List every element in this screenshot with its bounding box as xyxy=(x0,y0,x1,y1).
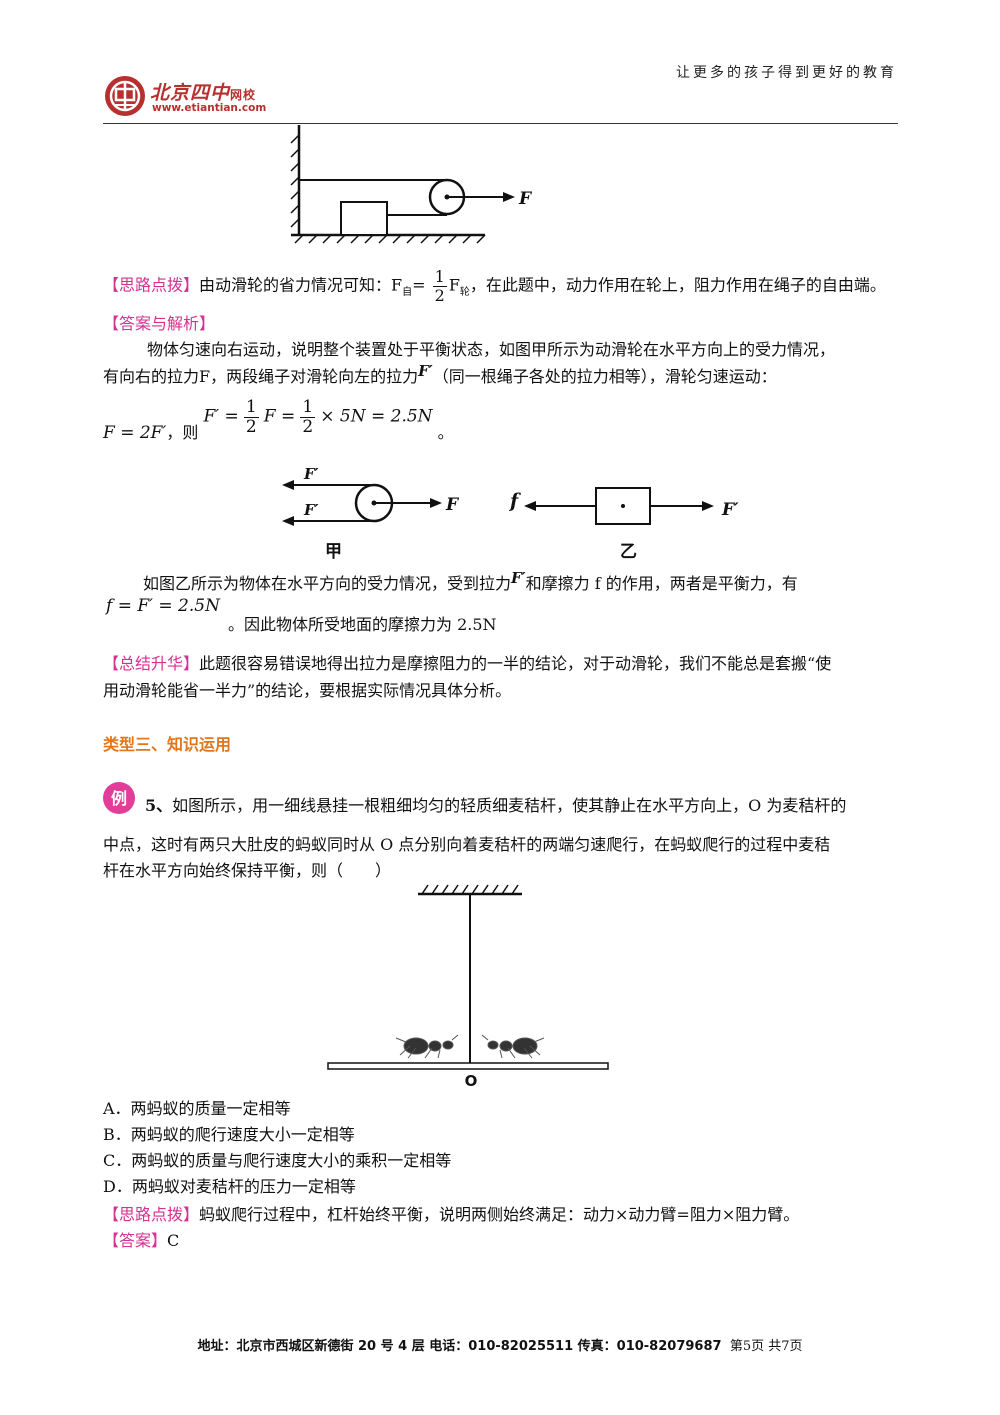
lever-figure: O xyxy=(327,884,609,1090)
summary-line-2: 用动滑轮能省一半力”的结论，要根据实际情况具体分析。 xyxy=(103,681,512,700)
answer-analysis-tag: 【答案与解析】 xyxy=(103,314,216,333)
school-logo-icon xyxy=(105,76,145,116)
analysis-para-2: 有向右的拉力F，两段绳子对滑轮向左的拉力F′（同一根绳子各处的拉力相等），滑轮匀… xyxy=(103,362,777,386)
hint-2: 【思路点拨】蚂蚁爬行过程中，杠杆始终平衡，说明两侧始终满足：动力×动力臂=阻力×… xyxy=(103,1205,800,1224)
caption-jia: 甲 xyxy=(325,542,342,562)
analysis-eq-3: f = F′ = 2.5N xyxy=(106,596,220,616)
option-d: D．两蚂蚁对麦秸杆的压力一定相等 xyxy=(103,1177,356,1196)
example-line-2: 中点，这时有两只大肚皮的蚂蚁同时从 O 点分别向着麦秸杆的两端匀速爬行，在蚂蚁爬… xyxy=(103,835,831,854)
section-heading: 类型三、知识运用 xyxy=(103,735,232,754)
example-line-3: 杆在水平方向始终保持平衡，则（ ） xyxy=(103,861,392,880)
footer: 地址：北京市西城区新德街 20 号 4 层 电话：010-82025511 传真… xyxy=(0,1335,1000,1354)
footer-address: 地址：北京市西城区新德街 20 号 4 层 电话：010-82025511 传真… xyxy=(197,1339,722,1354)
option-c: C．两蚂蚁的质量与爬行速度大小的乘积一定相等 xyxy=(103,1151,452,1170)
pulley-figure: F xyxy=(290,125,533,244)
summary-line-1: 【总结升华】此题很容易错误地得出拉力是摩擦阻力的一半的结论，对于动滑轮，我们不能… xyxy=(103,654,832,673)
caption-yi: 乙 xyxy=(620,542,637,562)
option-b: B．两蚂蚁的爬行速度大小一定相等 xyxy=(103,1125,355,1144)
svg-text:F′: F′ xyxy=(721,500,739,520)
svg-text:F′: F′ xyxy=(303,465,319,483)
logo-name: 北京四中网校 xyxy=(150,82,257,104)
example-line-1: 5、如图所示，用一细线悬挂一根粗细均匀的轻质细麦秸杆，使其静止在水平方向上，O … xyxy=(145,796,847,815)
svg-text:f: f xyxy=(508,490,521,512)
analysis-para-3: 如图乙所示为物体在水平方向的受力情况，受到拉力F′和摩擦力 f 的作用，两者是平… xyxy=(143,569,798,593)
hint-tag: 【思路点拨】 xyxy=(103,275,200,295)
ant-right-icon xyxy=(481,1034,545,1059)
example-badge-icon: 例 xyxy=(103,782,135,814)
svg-text:F′: F′ xyxy=(303,501,319,519)
svg-text:例: 例 xyxy=(111,789,127,808)
header-rule xyxy=(103,123,898,124)
force-diagrams: F′ F′ F 甲 f F′ 乙 xyxy=(282,465,739,562)
answer-2: 【答案】C xyxy=(103,1231,180,1250)
force-label-F: F xyxy=(518,189,533,209)
footer-page: 第5页 共7页 xyxy=(729,1339,803,1354)
option-a: A．两蚂蚁的质量一定相等 xyxy=(103,1099,291,1118)
analysis-para-1: 物体匀速向右运动，说明整个装置处于平衡状态，如图甲所示为动滑轮在水平方向上的受力… xyxy=(147,340,836,359)
logo-url: www.etiantian.com xyxy=(152,102,267,114)
options-list: A．两蚂蚁的质量一定相等 B．两蚂蚁的爬行速度大小一定相等 C．两蚂蚁的质量与爬… xyxy=(103,1096,451,1200)
analysis-para-4: 。因此物体所受地面的摩擦力为 2.5N xyxy=(228,615,497,634)
header-slogan: 让更多的孩子得到更好的教育 xyxy=(676,65,897,81)
svg-text:F: F xyxy=(445,495,460,515)
ant-left-icon xyxy=(395,1034,459,1059)
pivot-label-O: O xyxy=(465,1072,478,1090)
